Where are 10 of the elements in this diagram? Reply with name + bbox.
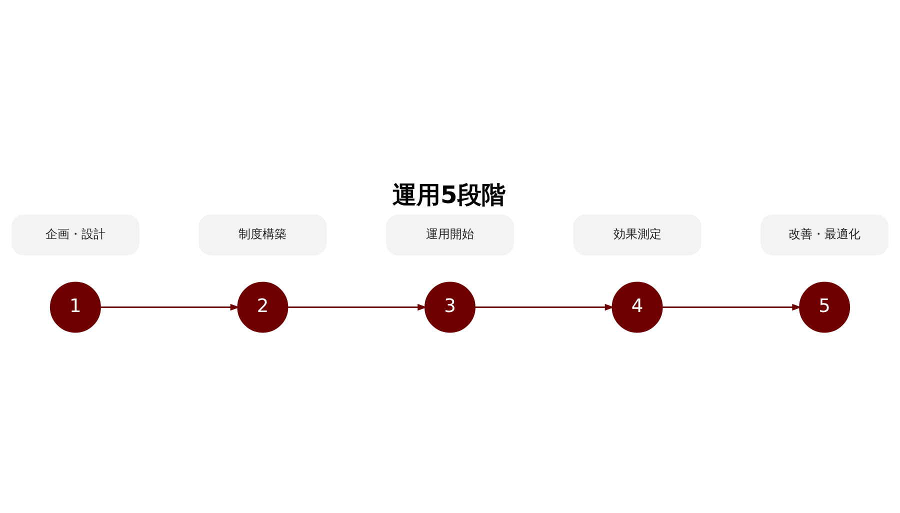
node-circle: 4 bbox=[612, 282, 663, 333]
arrow bbox=[662, 304, 802, 311]
arrow bbox=[100, 304, 240, 311]
arrow bbox=[475, 304, 614, 311]
diagram-title: 運用5段階 bbox=[392, 180, 506, 209]
node-circle: 2 bbox=[237, 282, 288, 333]
node-circle: 3 bbox=[424, 282, 476, 333]
node-circle: 5 bbox=[799, 282, 850, 333]
node-circle: 1 bbox=[50, 282, 101, 333]
arrow bbox=[288, 304, 428, 311]
